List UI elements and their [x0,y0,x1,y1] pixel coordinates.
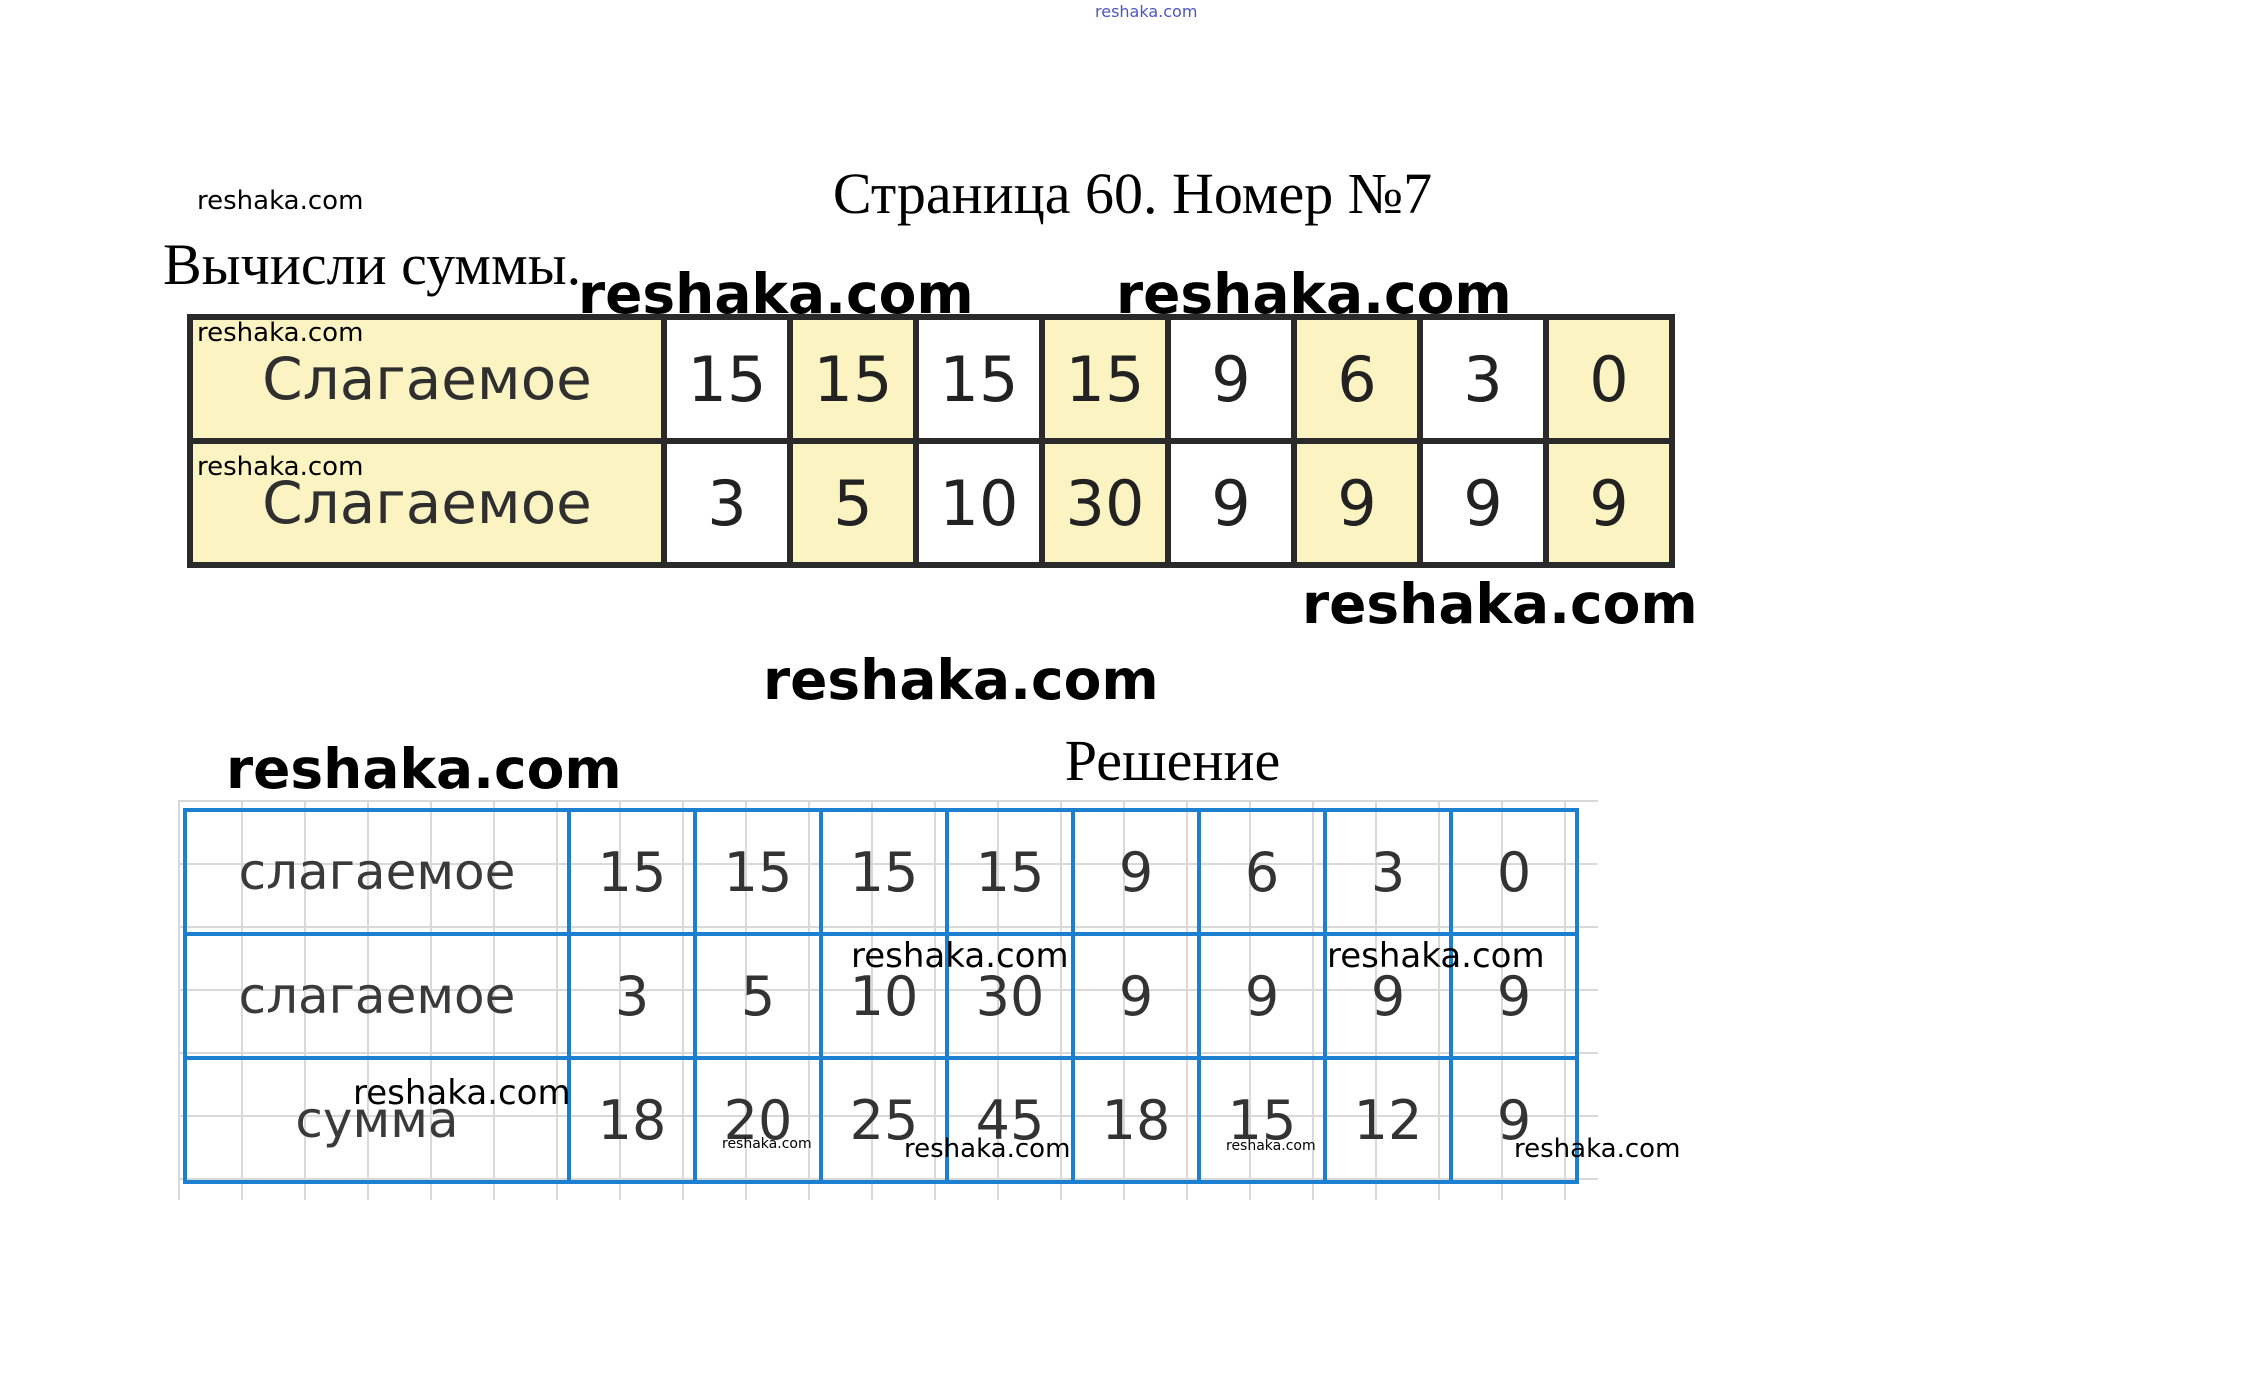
task-cell: 15 [661,314,793,444]
solution-cell: 15 [693,808,823,936]
solution-cell: 15 [945,808,1075,936]
solution-cell: 10 [819,932,949,1060]
solution-cell: 3 [567,932,697,1060]
task-row-label: Слагаемое [187,438,667,568]
watermark-sol-3: reshaka.com [353,1073,571,1113]
watermark-cell-1: reshaka.com [197,318,364,348]
watermark-sol-2: reshaka.com [1327,936,1545,976]
solution-cell: 9 [1323,932,1453,1060]
task-cell: 9 [1543,438,1675,568]
solution-cell: 9 [1449,932,1579,1060]
solution-cell: 9 [1071,808,1201,936]
task-row-label: Слагаемое [187,314,667,444]
task-cell: 15 [787,314,919,444]
watermark-task-1: reshaka.com [578,262,974,326]
solution-row-label: слагаемое [183,808,571,936]
solution-cell: 15 [1197,1056,1327,1184]
solution-cell: 5 [693,932,823,1060]
solution-cell: 25 [819,1056,949,1184]
task-cell: 9 [1417,438,1549,568]
solution-cell: 9 [1197,932,1327,1060]
task-cell: 0 [1543,314,1675,444]
solution-row-1: слагаемое 15 15 15 15 9 6 3 0 [183,808,1579,936]
watermark-task-2: reshaka.com [1116,262,1512,326]
task-row-1: Слагаемое 15 15 15 15 9 6 3 0 [187,314,1675,444]
task-instruction: Вычисли суммы. [163,232,582,297]
solution-title: Решение [1064,728,1281,793]
watermark-sol-5: reshaka.com [1226,1138,1316,1154]
solution-cell: 45 [945,1056,1075,1184]
task-cell: 9 [1165,314,1297,444]
solution-cell: 9 [1071,932,1201,1060]
solution-cell: 0 [1449,808,1579,936]
solution-row-2: слагаемое 3 5 10 30 9 9 9 9 [183,932,1579,1060]
task-cell: 9 [1165,438,1297,568]
watermark-sol-7: reshaka.com [1514,1134,1681,1164]
watermark-cell-2: reshaka.com [197,452,364,482]
watermark-sol-4: reshaka.com [722,1136,812,1152]
page-title: Страница 60. Номер №7 [832,161,1433,226]
task-cell: 3 [661,438,793,568]
solution-cell: 30 [945,932,1075,1060]
solution-row-label: слагаемое [183,932,571,1060]
task-cell: 15 [913,314,1045,444]
task-cell: 5 [787,438,919,568]
watermark-top: reshaka.com [1095,2,1198,21]
task-table: Слагаемое 15 15 15 15 9 6 3 0 Слагаемое … [187,314,1675,568]
watermark-mid-2: reshaka.com [763,648,1159,712]
task-cell: 9 [1291,438,1423,568]
watermark-sol-6: reshaka.com [904,1134,1071,1164]
watermark-mid-3: reshaka.com [226,737,622,801]
solution-cell: 18 [1071,1056,1201,1184]
solution-cell: 15 [567,808,697,936]
solution-cell: 18 [567,1056,697,1184]
task-cell: 6 [1291,314,1423,444]
solution-row-sum: сумма 18 20 25 45 18 15 12 9 [183,1056,1579,1184]
watermark-sol-1: reshaka.com [851,936,1069,976]
task-cell: 3 [1417,314,1549,444]
solution-cell: 20 [693,1056,823,1184]
solution-row-label: сумма [183,1056,571,1184]
watermark-mid-1: reshaka.com [1302,572,1698,636]
solution-cell: 15 [819,808,949,936]
task-cell: 10 [913,438,1045,568]
solution-cell: 9 [1449,1056,1579,1184]
task-cell: 30 [1039,438,1171,568]
solution-cell: 6 [1197,808,1327,936]
task-cell: 15 [1039,314,1171,444]
solution-table: слагаемое 15 15 15 15 9 6 3 0 слагаемое … [183,808,1579,1184]
watermark-title-left: reshaka.com [197,186,364,216]
task-row-2: Слагаемое 3 5 10 30 9 9 9 9 [187,438,1675,568]
solution-cell: 3 [1323,808,1453,936]
solution-cell: 12 [1323,1056,1453,1184]
